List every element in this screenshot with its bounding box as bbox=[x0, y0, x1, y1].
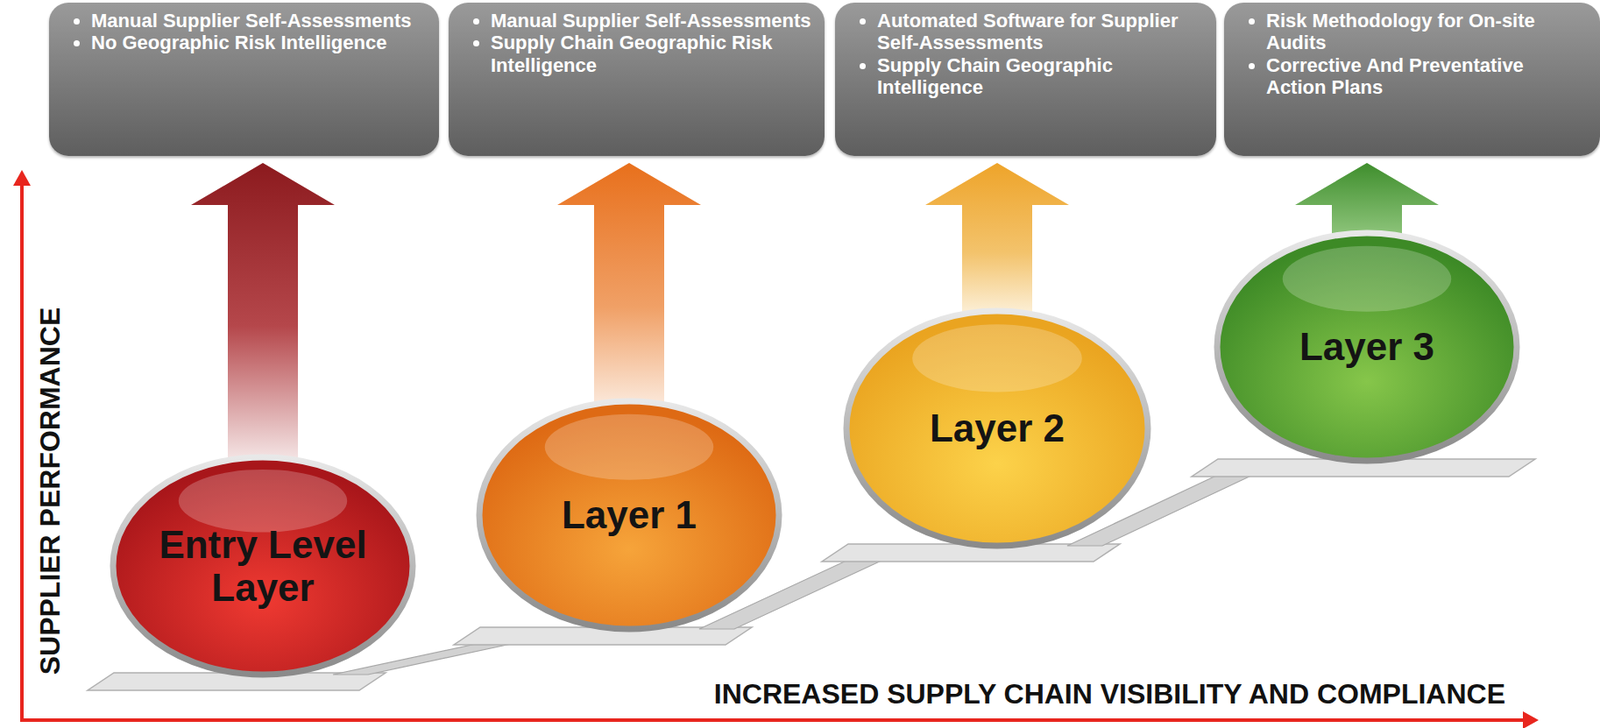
bullet-list: Automated Software for Supplier Self-Ass… bbox=[845, 9, 1204, 99]
y-axis bbox=[20, 182, 24, 723]
bullet-text: Supply Chain Geographic Intelligence bbox=[877, 54, 1204, 100]
circle-body bbox=[479, 401, 779, 630]
highlight bbox=[1282, 246, 1452, 312]
layer-circle: Layer 2 bbox=[842, 307, 1152, 550]
y-axis-head bbox=[13, 169, 31, 186]
bullet-text: Corrective And Preventative Action Plans bbox=[1266, 54, 1588, 100]
feature-box: Manual Supplier Self-AssessmentsSupply C… bbox=[448, 2, 825, 156]
layer-label: Layer 3 bbox=[1299, 325, 1435, 369]
up-arrow bbox=[191, 162, 335, 460]
layer-label: Layer 2 bbox=[929, 406, 1065, 450]
bullet-list: Risk Methodology for On-site AuditsCorre… bbox=[1234, 9, 1588, 99]
up-arrow bbox=[1295, 162, 1439, 235]
bullet-text: No Geographic Risk Intelligence bbox=[91, 31, 427, 54]
axis-label: INCREASED SUPPLY CHAIN VISIBILITY AND CO… bbox=[714, 678, 1506, 711]
bullet-list: Manual Supplier Self-AssessmentsNo Geogr… bbox=[59, 9, 427, 55]
bullet-text: Supply Chain Geographic Risk Intelligenc… bbox=[490, 31, 813, 77]
x-axis-head bbox=[1522, 711, 1539, 728]
circle-body bbox=[113, 457, 413, 675]
layer-circle: Layer 3 bbox=[1213, 229, 1521, 465]
circle-body bbox=[1217, 233, 1517, 461]
highlight bbox=[912, 324, 1083, 392]
up-arrow bbox=[925, 162, 1070, 313]
layer-circle: Layer 1 bbox=[475, 397, 783, 633]
bullet-list: Manual Supplier Self-AssessmentsSupply C… bbox=[459, 9, 813, 77]
bullet-text: Automated Software for Supplier Self-Ass… bbox=[877, 9, 1204, 55]
feature-box: Risk Methodology for On-site AuditsCorre… bbox=[1224, 2, 1600, 156]
layer-label: Layer 1 bbox=[561, 493, 697, 537]
layer-label: Entry Level Layer bbox=[144, 523, 382, 610]
feature-box: Manual Supplier Self-AssessmentsNo Geogr… bbox=[49, 2, 439, 156]
feature-box: Automated Software for Supplier Self-Ass… bbox=[835, 2, 1217, 156]
circle-body bbox=[846, 311, 1148, 546]
axis-label: SUPPLIER PERFORMANCE bbox=[35, 306, 68, 675]
up-arrow bbox=[557, 162, 701, 404]
highlight bbox=[545, 414, 715, 481]
bullet-text: Risk Methodology for On-site Audits bbox=[1266, 9, 1588, 55]
bullet-text: Manual Supplier Self-Assessments bbox=[91, 9, 427, 32]
bullet-text: Manual Supplier Self-Assessments bbox=[490, 9, 813, 32]
layer-circle: Entry Level Layer bbox=[109, 453, 417, 679]
x-axis bbox=[20, 718, 1525, 723]
